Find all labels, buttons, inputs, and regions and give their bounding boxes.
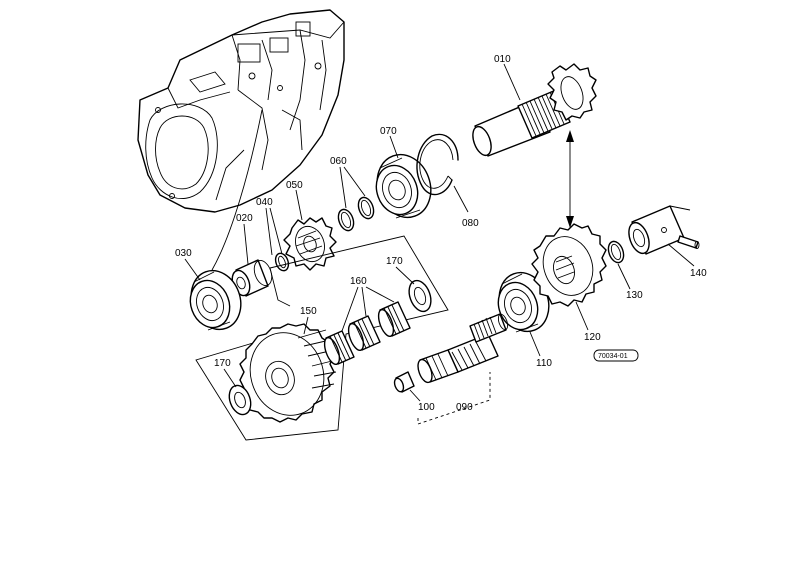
part-050-spur-gear: 050 (283, 180, 337, 271)
label-160: 160 (350, 276, 367, 287)
assembly-leader-curve (211, 109, 263, 271)
label-010: 010 (494, 54, 511, 65)
label-090: 090 (456, 402, 473, 413)
kit-boundary (195, 235, 449, 441)
part-130-ring: 130 (607, 240, 643, 301)
label-020: 020 (236, 213, 253, 224)
part-040-rings: 040 (256, 197, 290, 272)
reference-code-text: 70034-01 (598, 353, 628, 360)
part-080-snap-ring: 080 (416, 133, 479, 229)
label-170-upper: 170 (386, 256, 403, 267)
part-070-ball-bearing: 070 (375, 126, 432, 219)
part-110-ball-bearing: 110 (497, 271, 552, 369)
label-170-lower: 170 (214, 358, 231, 369)
label-070: 070 (380, 126, 397, 137)
needle-bearing-3 (377, 301, 411, 338)
label-040: 040 (256, 197, 273, 208)
part-100-bush: 100 (393, 371, 435, 413)
kit-boundary-link (269, 267, 291, 307)
label-060: 060 (330, 156, 347, 167)
label-150: 150 (300, 306, 317, 317)
part-010-pinion-shaft: 010 (472, 54, 597, 157)
label-110: 110 (536, 358, 552, 369)
part-090-shaft: 090 (417, 313, 509, 425)
needle-bearing-2 (347, 315, 381, 352)
transmission-housing (137, 9, 345, 213)
label-100: 100 (418, 402, 435, 413)
label-080: 080 (462, 218, 479, 229)
part-170-thrust-washer-upper: 170 (386, 256, 432, 313)
part-120-spur-gear: 120 (531, 223, 607, 343)
part-170-thrust-washer-lower: 170 (214, 358, 252, 416)
assembly-arrow (566, 130, 574, 228)
part-030-ball-bearing: 030 (175, 248, 242, 331)
label-030: 030 (175, 248, 192, 259)
label-140: 140 (690, 268, 707, 279)
part-060-snap-rings: 060 (330, 156, 375, 232)
label-050: 050 (286, 180, 303, 191)
part-160-needle-bearings: 160 (323, 276, 411, 366)
needle-bearing-1 (323, 330, 355, 366)
label-120: 120 (584, 332, 601, 343)
label-130: 130 (626, 290, 643, 301)
part-150-large-gear: 150 (239, 306, 337, 423)
figure-reference-code: 70034-01 (593, 349, 639, 362)
part-140-shaft-and-pin: 140 (628, 205, 707, 279)
